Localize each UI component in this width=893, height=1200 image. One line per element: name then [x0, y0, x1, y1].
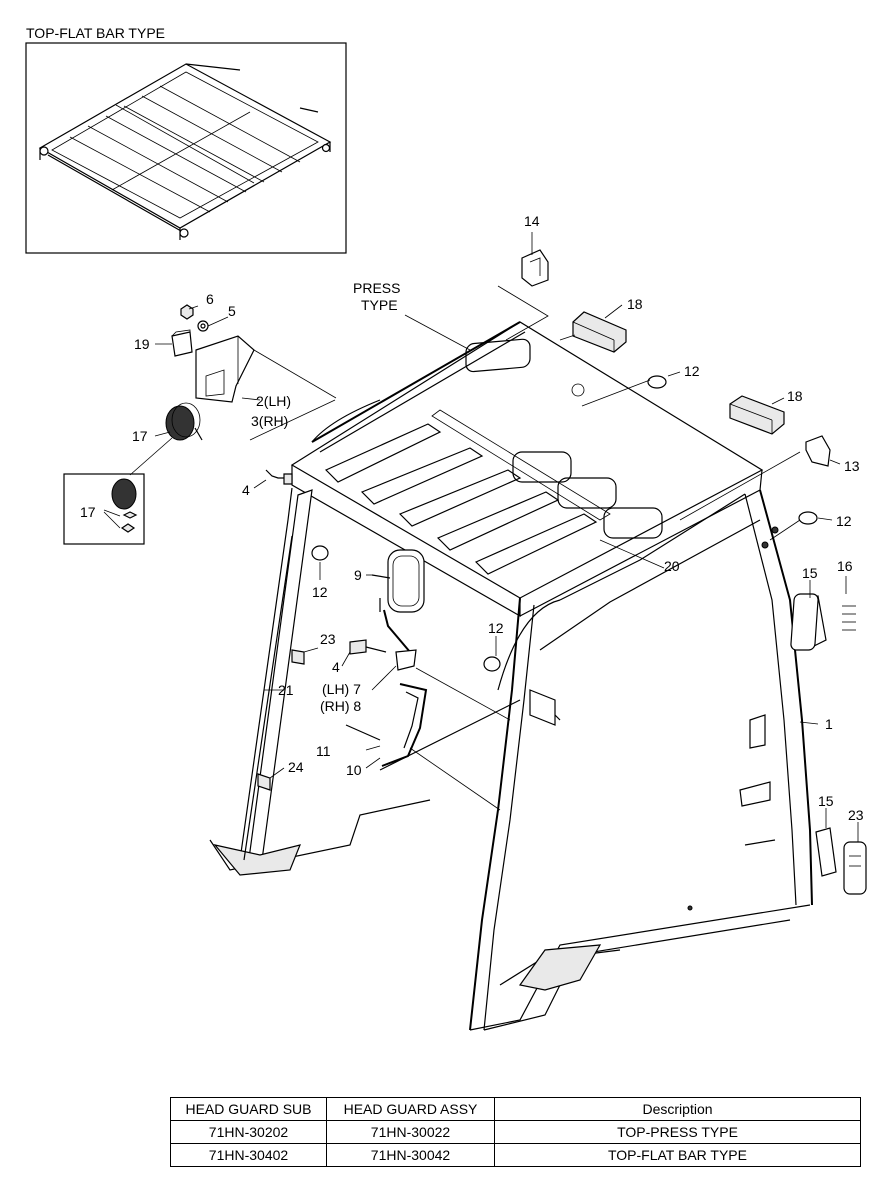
callout-12-c: 12 — [312, 584, 328, 600]
table-cell: 71HN-30202 — [170, 1120, 327, 1144]
callout-12-d: 12 — [488, 620, 504, 636]
callout-4-b: 4 — [332, 659, 340, 675]
table-cell: 71HN-30042 — [326, 1143, 495, 1167]
table-cell: TOP-PRESS TYPE — [494, 1120, 861, 1144]
rear-foot — [518, 944, 602, 991]
flat-bar-grid — [38, 63, 332, 240]
part-9-mirror — [371, 549, 425, 613]
part-6-nut — [180, 304, 194, 320]
parts-table: HEAD GUARD SUB HEAD GUARD ASSY Descripti… — [170, 1097, 861, 1167]
callout-16: 16 — [837, 558, 853, 574]
callout-8-rh: (RH) 8 — [320, 698, 361, 714]
callout-3-rh: 3(RH) — [251, 413, 288, 429]
callout-24: 24 — [288, 759, 304, 775]
part-18-lamp-lower — [729, 395, 785, 435]
callout-20: 20 — [664, 558, 680, 574]
press-type-label-line1: PRESS — [353, 280, 400, 296]
header-head-guard-sub: HEAD GUARD SUB — [170, 1097, 327, 1121]
table-row: 71HN-30402 71HN-30042 TOP-FLAT BAR TYPE — [170, 1143, 861, 1167]
part-5-washer — [197, 320, 209, 332]
front-foot — [213, 844, 301, 876]
part-17-work-lamp — [165, 402, 203, 441]
table-cell: TOP-FLAT BAR TYPE — [494, 1143, 861, 1167]
part-15-reflector-lower — [815, 827, 837, 877]
callout-12-a: 12 — [684, 363, 700, 379]
part-16-step — [790, 593, 856, 651]
leader-lines — [103, 232, 859, 842]
inset-frame — [25, 42, 347, 254]
part-23-step — [843, 841, 867, 895]
left-front-pillar — [247, 489, 313, 867]
press-type-label-line2: TYPE — [361, 297, 398, 313]
part-13-bracket — [805, 435, 831, 467]
head-guard-frame — [209, 321, 813, 1031]
part-2-3-bracket — [195, 335, 255, 403]
callout-15-lower: 15 — [818, 793, 834, 809]
callout-5: 5 — [228, 303, 236, 319]
callout-7-lh: (LH) 7 — [322, 681, 361, 697]
part-7-8-mirror-stay — [379, 598, 417, 671]
inset-title: TOP-FLAT BAR TYPE — [26, 25, 165, 41]
callout-23-a: 23 — [320, 631, 336, 647]
part-14-clip — [521, 249, 549, 287]
part-18-lamp-upper — [559, 311, 627, 353]
callout-9: 9 — [354, 567, 362, 583]
part-bolts — [257, 469, 387, 791]
lamp-detail-inset — [63, 473, 145, 545]
callout-labels: PRESS TYPE 14 6 5 18 19 12 2(LH) 3(RH) 1… — [80, 213, 864, 823]
callout-1: 1 — [825, 716, 833, 732]
right-bracket — [749, 714, 766, 749]
table-cell: 71HN-30022 — [326, 1120, 495, 1144]
callout-18-lower: 18 — [787, 388, 803, 404]
table-row: 71HN-30202 71HN-30022 TOP-PRESS TYPE — [170, 1120, 861, 1144]
callout-2-lh: 2(LH) — [256, 393, 291, 409]
header-head-guard-assy: HEAD GUARD ASSY — [326, 1097, 495, 1121]
callout-21: 21 — [278, 682, 294, 698]
part-12-grommets — [311, 375, 818, 672]
table-header-row: HEAD GUARD SUB HEAD GUARD ASSY Descripti… — [170, 1097, 861, 1121]
header-description: Description — [494, 1097, 861, 1121]
callout-13: 13 — [844, 458, 860, 474]
callout-12-b: 12 — [836, 513, 852, 529]
callout-15-upper: 15 — [802, 565, 818, 581]
roof-openings — [324, 338, 663, 575]
callout-23-b: 23 — [848, 807, 864, 823]
frame-bracket — [529, 689, 556, 726]
callout-4-a: 4 — [242, 482, 250, 498]
callout-19: 19 — [134, 336, 150, 352]
callout-17-a: 17 — [132, 428, 148, 444]
callout-14: 14 — [524, 213, 540, 229]
inset-flat-bar-type: TOP-FLAT BAR TYPE — [25, 25, 347, 254]
callout-6: 6 — [206, 291, 214, 307]
callout-10: 10 — [346, 762, 362, 778]
table-cell: 71HN-30402 — [170, 1143, 327, 1167]
right-lower-bracket — [739, 781, 771, 807]
part-10-grab-handle — [381, 683, 428, 767]
callout-11: 11 — [316, 743, 331, 759]
callout-17-b: 17 — [80, 504, 96, 520]
part-19-lamp — [171, 329, 193, 357]
callout-18-upper: 18 — [627, 296, 643, 312]
part-21-strip — [243, 535, 293, 861]
